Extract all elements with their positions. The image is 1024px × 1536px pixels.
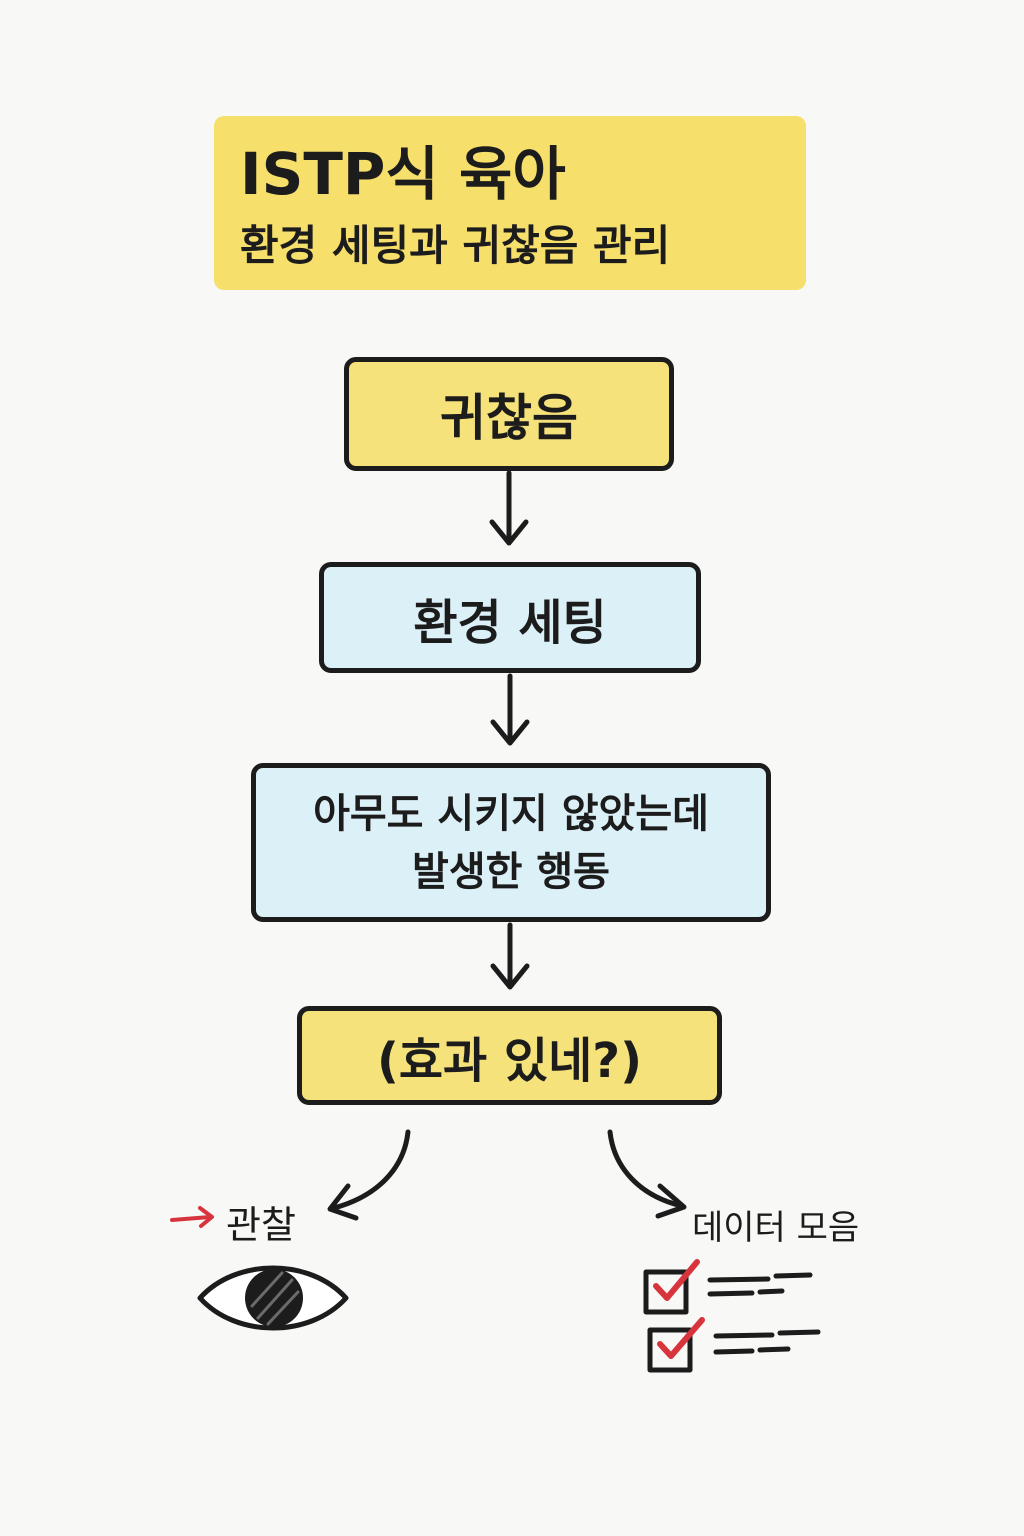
arrow-branch-left [331,1129,411,1211]
arrowhead-branch-left [327,1183,359,1221]
flow-step-environment-setup-label: 환경 세팅 [413,594,607,651]
red-arrow-icon [170,1206,214,1228]
arrow-branch-right [607,1129,685,1209]
title-main: ISTP식 육아 [240,140,566,208]
arrowhead-step3-to-step4 [490,963,530,990]
branch-label-collect-data: 데이터 모음 [692,1208,860,1248]
flow-step-annoyance: 귀찮음 [344,357,674,471]
flow-step-unprompted-behavior: 아무도 시키지 않았는데 발생한 행동 [251,763,771,922]
title-subtitle: 환경 세팅과 귀찮음 관리 [240,221,671,270]
branch-label-observe: 관찰 [226,1203,296,1247]
arrowhead-branch-right [655,1183,687,1219]
flow-step-effective-label: (효과 있네?) [376,1032,643,1089]
eye-icon [197,1265,349,1331]
flow-step-unprompted-behavior-line2: 발생한 행동 [412,848,610,895]
arrowhead-step1-to-step2 [489,519,529,546]
checklist-icon [643,1259,821,1373]
arrowhead-step2-to-step3 [490,719,530,746]
title-banner: ISTP식 육아 환경 세팅과 귀찮음 관리 [214,116,806,290]
flow-step-unprompted-behavior-line1: 아무도 시키지 않았는데 [313,790,709,837]
flow-step-effective: (효과 있네?) [297,1006,722,1105]
flow-step-environment-setup: 환경 세팅 [319,562,701,673]
flow-step-annoyance-label: 귀찮음 [440,389,578,447]
